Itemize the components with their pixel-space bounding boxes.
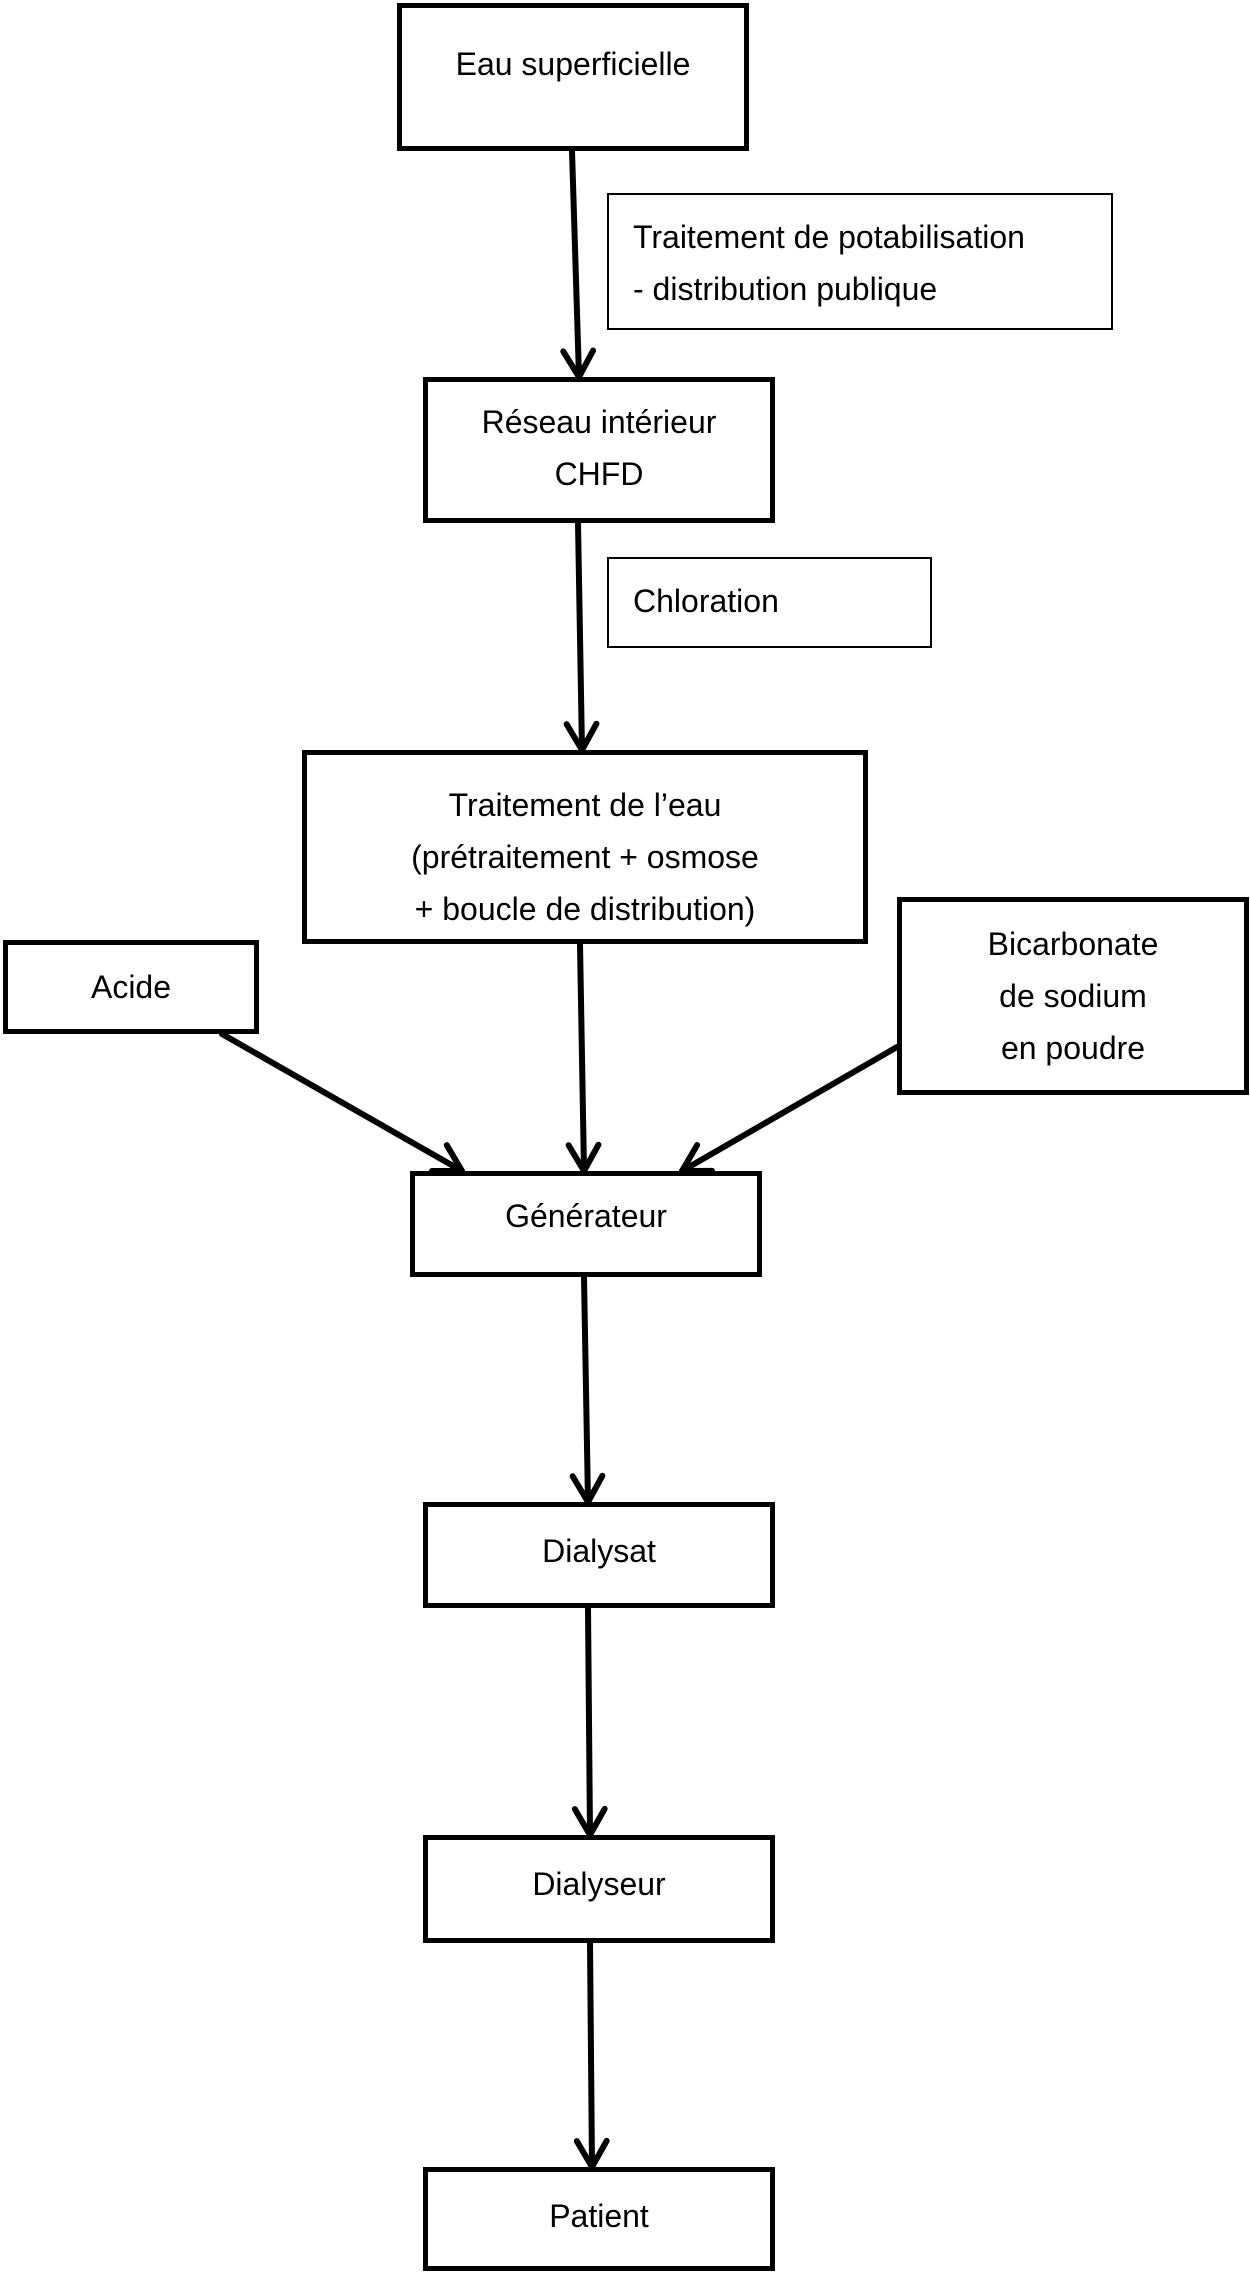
- node-reseau-interieur: Réseau intérieur CHFD: [423, 377, 775, 523]
- node-traitement-eau: Traitement de l’eau (prétraitement + osm…: [302, 750, 868, 944]
- node-dialyseur: Dialyseur: [423, 1835, 775, 1943]
- node-label-line: Acide: [90, 969, 172, 1005]
- node-label-line: Dialyseur: [532, 1866, 666, 1902]
- node-label-line: Réseau intérieur: [481, 404, 717, 440]
- arrow-shaft: [569, 148, 582, 380]
- arrow-acide-to-generateur: [219, 1031, 465, 1175]
- arrow-shaft: [587, 1940, 595, 2170]
- arrow-reseau-interieur-to-traitement-eau: [563, 520, 600, 753]
- arrow-generateur-to-dialysat: [569, 1274, 606, 1505]
- note-label-line: Chloration: [633, 583, 779, 619]
- note-label-line: - distribution publique: [633, 271, 938, 307]
- arrow-shaft: [575, 520, 585, 753]
- arrow-shaft: [581, 1274, 591, 1505]
- node-eau-superficielle: Eau superficielle: [397, 3, 749, 151]
- node-label-line: (prétraitement + osmose: [411, 839, 759, 875]
- node-acide: Acide: [3, 940, 259, 1034]
- node-label-line: en poudre: [1000, 1030, 1146, 1066]
- arrow-eau-superficielle-to-reseau-interieur: [560, 148, 597, 380]
- node-label-line: Traitement de l’eau: [448, 787, 722, 823]
- arrow-shaft: [219, 1031, 465, 1174]
- node-bicarbonate: Bicarbonate de sodium en poudre: [897, 897, 1249, 1095]
- node-generateur: Générateur: [410, 1171, 762, 1277]
- arrow-dialysat-to-dialyseur: [571, 1605, 608, 1838]
- note-label-line: Traitement de potabilisation: [633, 219, 1025, 255]
- arrow-shaft: [679, 1044, 900, 1174]
- node-label-line: + boucle de distribution): [414, 891, 756, 927]
- node-patient: Patient: [423, 2167, 775, 2271]
- node-label-line: Patient: [549, 2198, 649, 2234]
- node-label-line: Dialysat: [542, 1533, 656, 1569]
- arrow-shaft: [577, 941, 587, 1174]
- node-label-line: Générateur: [505, 1198, 667, 1234]
- node-label-line: Eau superficielle: [455, 46, 691, 82]
- node-dialysat: Dialysat: [423, 1502, 775, 1608]
- note-potabilisation: Traitement de potabilisation - distribut…: [607, 193, 1113, 330]
- node-label-line: de sodium: [999, 978, 1147, 1014]
- node-label-line: Bicarbonate: [987, 926, 1159, 962]
- arrow-shaft: [585, 1605, 593, 1838]
- arrow-dialyseur-to-patient: [573, 1940, 610, 2170]
- arrow-bicarbonate-to-generateur: [679, 1044, 900, 1174]
- node-label-line: CHFD: [554, 456, 644, 492]
- arrow-traitement-eau-to-generateur: [565, 941, 602, 1174]
- note-chloration: Chloration: [607, 557, 932, 648]
